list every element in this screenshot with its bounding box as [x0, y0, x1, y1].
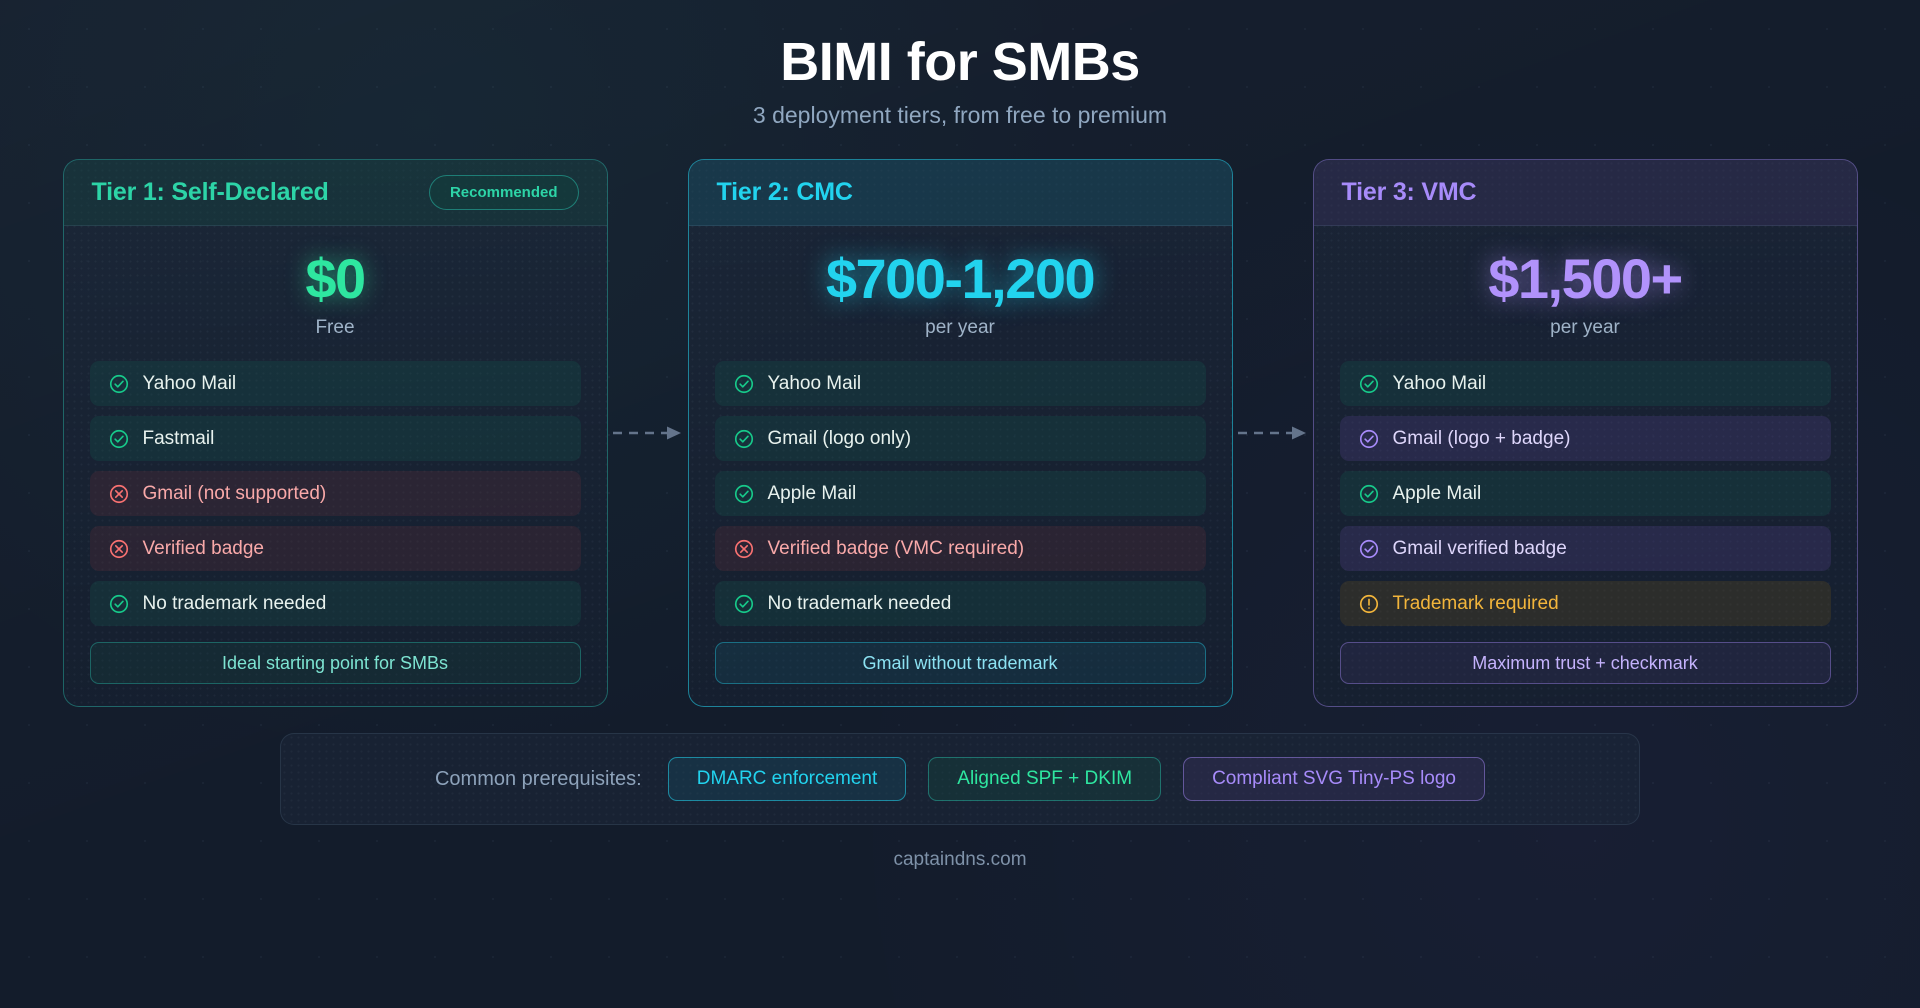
x-circle-icon	[108, 538, 130, 560]
prerequisite-chip[interactable]: Aligned SPF + DKIM	[928, 757, 1162, 802]
feature-row: Verified badge	[89, 526, 581, 572]
feature-row: Verified badge (VMC required)	[714, 526, 1206, 572]
tier-card-header: Tier 1: Self-Declared Recommended	[63, 160, 607, 227]
feature-label: No trademark needed	[142, 592, 327, 614]
feature-row: Gmail verified badge	[1339, 526, 1831, 572]
prerequisite-chip[interactable]: Compliant SVG Tiny-PS logo	[1183, 757, 1486, 802]
tier-summary-button[interactable]: Maximum trust + checkmark	[1339, 642, 1831, 685]
check-circle-icon	[1358, 538, 1380, 560]
tier-card-footer: Maximum trust + checkmark	[1339, 626, 1831, 685]
tier-card-footer: Gmail without trademark	[714, 626, 1206, 685]
prerequisites-label: Common prerequisites:	[434, 767, 642, 790]
feature-row: Fastmail	[89, 416, 581, 462]
tier-card-footer: Ideal starting point for SMBs	[89, 626, 581, 685]
dashed-arrow-right-icon	[1237, 426, 1306, 440]
arrow-tier2-to-tier3	[1233, 159, 1313, 707]
feature-label: Fastmail	[142, 427, 215, 449]
check-circle-icon	[733, 483, 755, 505]
feature-row: Gmail (not supported)	[89, 471, 581, 517]
feature-label: Verified badge (VMC required)	[767, 537, 1025, 559]
feature-label: Gmail (logo + badge)	[1392, 427, 1571, 449]
site-footer: captaindns.com	[893, 849, 1027, 871]
arrow-tier1-to-tier2	[608, 159, 688, 707]
feature-row: No trademark needed	[714, 581, 1206, 627]
check-circle-icon	[108, 373, 130, 395]
feature-row: Gmail (logo + badge)	[1339, 416, 1831, 462]
tier-title: Tier 3: VMC	[1341, 178, 1477, 207]
feature-row: Yahoo Mail	[89, 361, 581, 407]
tier-price: $700-1,200	[825, 247, 1096, 311]
prerequisite-chip[interactable]: DMARC enforcement	[667, 757, 907, 802]
feature-label: Gmail (logo only)	[767, 427, 912, 449]
feature-label: Gmail verified badge	[1392, 537, 1567, 559]
check-circle-icon	[108, 593, 130, 615]
warning-circle-icon	[1358, 593, 1380, 615]
common-prerequisites-bar: Common prerequisites: DMARC enforcement A…	[280, 733, 1640, 826]
feature-row: Yahoo Mail	[1339, 361, 1831, 407]
page-header: BIMI for SMBs 3 deployment tiers, from f…	[60, 32, 1860, 129]
feature-row: No trademark needed	[89, 581, 581, 627]
feature-label: No trademark needed	[767, 592, 952, 614]
check-circle-icon	[1358, 428, 1380, 450]
recommended-badge: Recommended	[428, 175, 579, 211]
check-circle-icon	[733, 593, 755, 615]
tier-price-period: per year	[1550, 317, 1620, 339]
check-circle-icon	[1358, 483, 1380, 505]
page-subtitle: 3 deployment tiers, from free to premium	[752, 102, 1168, 129]
feature-label: Trademark required	[1392, 592, 1559, 614]
page-title: BIMI for SMBs	[780, 32, 1140, 92]
check-circle-icon	[108, 428, 130, 450]
tier-summary-button[interactable]: Ideal starting point for SMBs	[89, 642, 581, 685]
x-circle-icon	[108, 483, 130, 505]
tier-summary-button[interactable]: Gmail without trademark	[714, 642, 1206, 685]
feature-label: Apple Mail	[767, 482, 857, 504]
feature-label: Apple Mail	[1392, 482, 1482, 504]
tier-card-header: Tier 3: VMC	[1313, 160, 1857, 227]
feature-label: Gmail (not supported)	[142, 482, 327, 504]
check-circle-icon	[1358, 373, 1380, 395]
dashed-arrow-right-icon	[612, 426, 681, 440]
tier-card-header: Tier 2: CMC	[688, 160, 1232, 227]
check-circle-icon	[733, 373, 755, 395]
feature-row: Apple Mail	[1339, 471, 1831, 517]
tier-title: Tier 1: Self-Declared	[91, 178, 329, 207]
feature-label: Yahoo Mail	[1392, 372, 1487, 394]
x-circle-icon	[733, 538, 755, 560]
feature-row: Gmail (logo only)	[714, 416, 1206, 462]
feature-row: Yahoo Mail	[714, 361, 1206, 407]
feature-row: Trademark required	[1339, 581, 1831, 627]
tier-price-period: per year	[925, 317, 995, 339]
tier-price-period: Free	[315, 317, 355, 339]
feature-label: Yahoo Mail	[142, 372, 237, 394]
tier-price: $1,500+	[1488, 247, 1683, 311]
feature-row: Apple Mail	[714, 471, 1206, 517]
tier-price: $0	[305, 247, 366, 311]
check-circle-icon	[733, 428, 755, 450]
prerequisite-chips: DMARC enforcement Aligned SPF + DKIM Compl…	[667, 757, 1486, 802]
feature-label: Verified badge	[142, 537, 265, 559]
tier-title: Tier 2: CMC	[716, 178, 853, 207]
feature-label: Yahoo Mail	[767, 372, 862, 394]
